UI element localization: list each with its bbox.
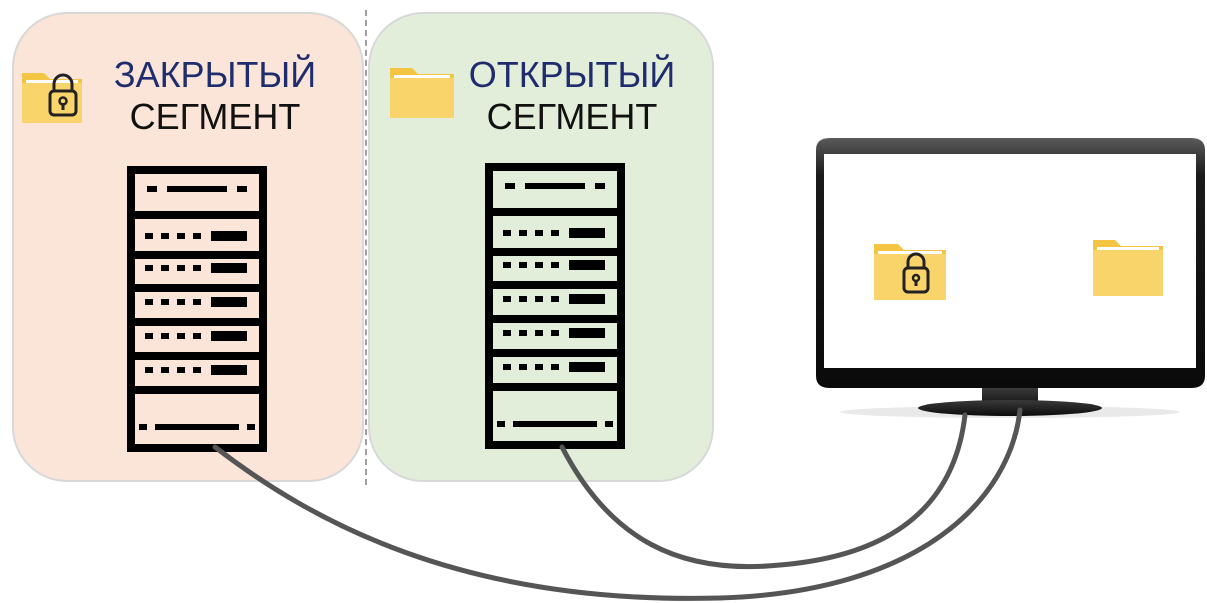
segment-divider xyxy=(365,10,367,485)
open-segment-title-line1: ОТКРЫТЫЙ xyxy=(468,54,676,95)
monitor-locked-folder-icon xyxy=(872,240,948,302)
closed-segment-folder-lock-icon xyxy=(20,65,86,125)
closed-segment-title-line1: ЗАКРЫТЫЙ xyxy=(113,54,317,95)
open-segment-title: ОТКРЫТЫЙ СЕГМЕНТ xyxy=(456,54,688,138)
closed-server-rack-icon xyxy=(127,166,267,452)
open-server-rack-icon xyxy=(485,163,625,449)
closed-segment-title: ЗАКРЫТЫЙ СЕГМЕНТ xyxy=(100,54,330,138)
open-segment-folder-icon xyxy=(388,66,456,120)
closed-segment-title-line2: СЕГМЕНТ xyxy=(129,96,301,137)
open-segment-title-line2: СЕГМЕНТ xyxy=(486,96,658,137)
monitor-folder-icon xyxy=(1091,238,1165,298)
